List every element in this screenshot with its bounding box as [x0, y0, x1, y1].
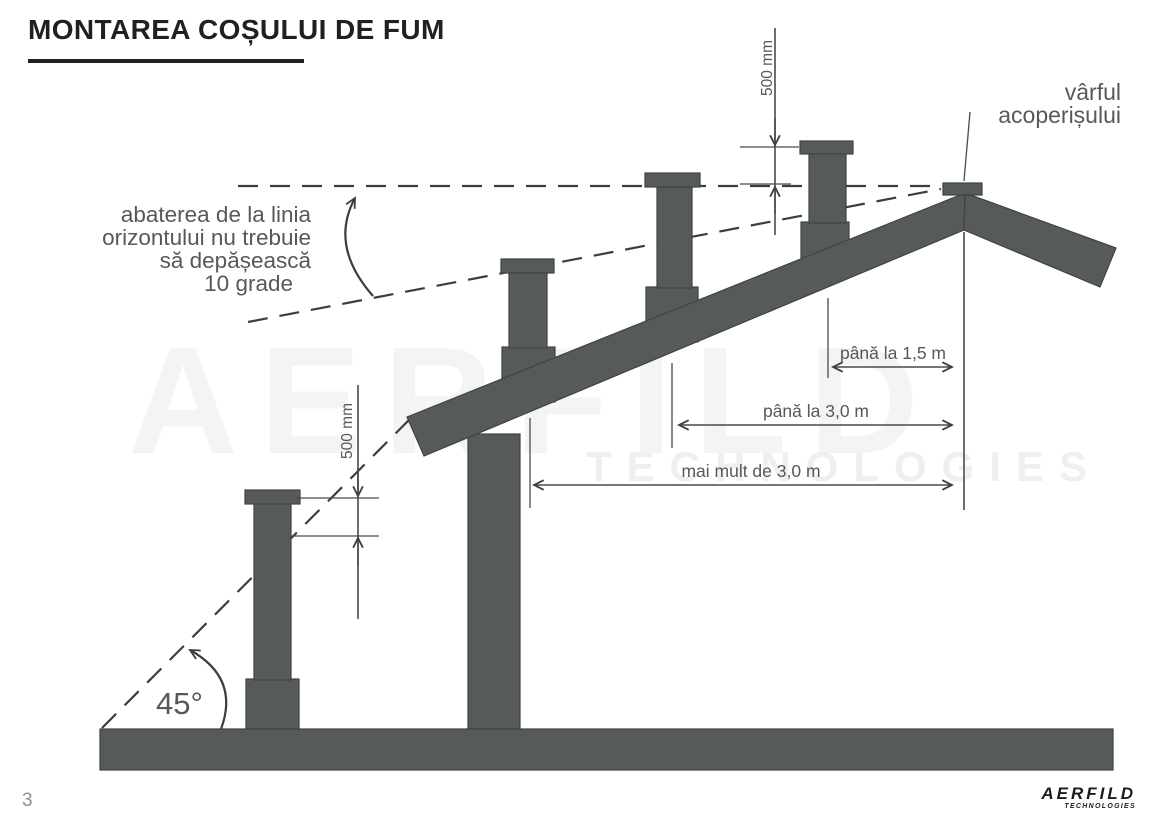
- chimney1-shaft: [253, 502, 292, 681]
- label-more-than-3-0m: mai mult de 3,0 m: [681, 461, 820, 481]
- chimney2-cap: [500, 258, 555, 274]
- roof-peak-label-line1: vârful: [1065, 79, 1121, 105]
- chimney3-cap: [644, 172, 701, 188]
- company-logo: AERFILD TECHNOLOGIES: [1041, 785, 1136, 810]
- deviation-angle-curved-arrow: [344, 196, 374, 297]
- roof-peak-leader-line: [963, 111, 971, 182]
- label-500mm-top: 500 mm: [759, 40, 776, 96]
- deviation-note-line2: orizontului nu trebuie: [102, 225, 311, 250]
- chimney-freestanding: [244, 489, 301, 730]
- chimney2-shaft: [508, 271, 548, 349]
- dimension-500mm-left: [291, 385, 379, 619]
- house-wall: [467, 433, 521, 730]
- ground: [99, 728, 1114, 771]
- forty-five-degree-curved-arrow: [188, 648, 228, 730]
- title-underline: [28, 59, 304, 63]
- roof-peak-label-line2: acoperișului: [998, 102, 1121, 128]
- label-500mm-left: 500 mm: [339, 403, 356, 459]
- roof-right-slope: [963, 192, 1117, 288]
- chimney1-base: [245, 678, 300, 730]
- ridge-chimney-cap: [942, 182, 983, 196]
- dimension-500mm-top: [740, 28, 799, 235]
- page-title: MONTAREA COȘULUI DE FUM: [28, 14, 445, 45]
- deviation-note-line1: abaterea de la linia: [121, 202, 312, 227]
- page-number: 3: [22, 790, 33, 811]
- deviation-note-line4: 10 grade: [204, 271, 293, 296]
- chimney4-cap: [799, 140, 854, 155]
- logo-tagline: TECHNOLOGIES: [1064, 803, 1136, 810]
- chimney1-cap: [244, 489, 301, 505]
- label-45-degrees: 45°: [156, 686, 203, 721]
- label-up-to-3-0m: până la 3,0 m: [763, 401, 869, 421]
- label-up-to-1-5m: până la 1,5 m: [840, 343, 946, 363]
- deviation-note-line3: să depășească: [160, 248, 312, 273]
- logo-text: AERFILD: [1041, 784, 1136, 803]
- chimney4-shaft: [808, 152, 847, 224]
- chimney3-shaft: [656, 186, 693, 289]
